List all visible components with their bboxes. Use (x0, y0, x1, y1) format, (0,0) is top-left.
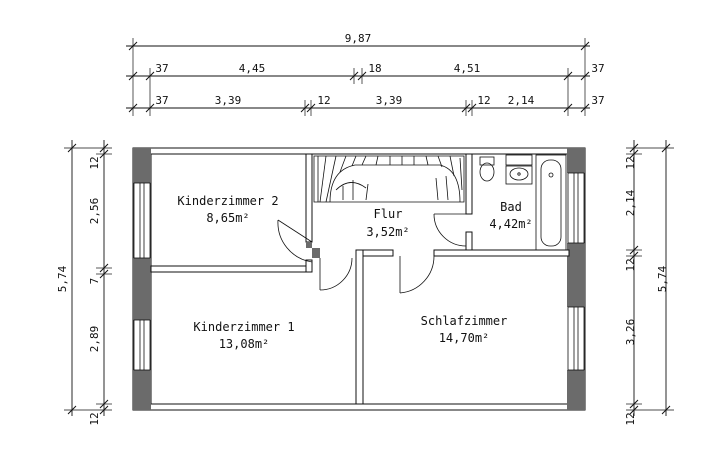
room-flur-name: Flur (374, 207, 403, 221)
room-schlafzimmer-name: Schlafzimmer (421, 314, 508, 328)
top-dimension-lines (126, 38, 590, 116)
dim-top-r2-2: 4,45 (239, 62, 266, 75)
room-kinderzimmer-1-area: 13,08m² (219, 337, 270, 351)
right-dimension-lines (626, 140, 674, 416)
room-bad-name: Bad (500, 200, 522, 214)
walls (132, 147, 586, 411)
room-kinderzimmer-2-area: 8,65m² (206, 211, 249, 225)
doors (277, 213, 467, 294)
dim-top-r2-5: 37 (591, 62, 604, 75)
dim-right-seg-2: 2,14 (624, 189, 637, 216)
bathroom-fixtures (479, 154, 567, 251)
dim-left-seg-5: 12 (88, 412, 101, 425)
dim-top-r2-3: 18 (368, 62, 381, 75)
left-dimension-lines (64, 140, 112, 416)
dim-top-r3-6: 2,14 (508, 94, 535, 107)
dim-right-seg-1: 12 (624, 156, 637, 169)
windows (133, 172, 585, 371)
room-bad-area: 4,42m² (489, 217, 532, 231)
dim-top-r3-7: 37 (591, 94, 604, 107)
dim-left-total: 5,74 (56, 265, 69, 292)
dim-top-r2-1: 37 (155, 62, 168, 75)
dim-right-total: 5,74 (656, 265, 669, 292)
dim-top-r3-1: 37 (155, 94, 168, 107)
dim-left-seg-1: 12 (88, 156, 101, 169)
dim-right-seg-4: 3,26 (624, 319, 637, 346)
room-flur-area: 3,52m² (366, 225, 409, 239)
room-schlafzimmer-area: 14,70m² (439, 331, 490, 345)
dim-left-seg-4: 2,89 (88, 326, 101, 353)
dim-top-r3-4: 3,39 (376, 94, 403, 107)
room-kinderzimmer-2-name: Kinderzimmer 2 (177, 194, 278, 208)
dim-right-seg-3: 12 (624, 258, 637, 271)
dim-top-r3-2: 3,39 (215, 94, 242, 107)
dim-top-r2-4: 4,51 (454, 62, 481, 75)
dim-top-total: 9,87 (345, 32, 372, 45)
dim-left-seg-2: 2,56 (88, 198, 101, 225)
room-kinderzimmer-1-name: Kinderzimmer 1 (193, 320, 294, 334)
dim-right-seg-5: 12 (624, 412, 637, 425)
dim-top-r3-5: 12 (477, 94, 490, 107)
dim-left-seg-3: 7 (88, 278, 101, 285)
staircase (313, 155, 465, 203)
dim-top-r3-3: 12 (317, 94, 330, 107)
